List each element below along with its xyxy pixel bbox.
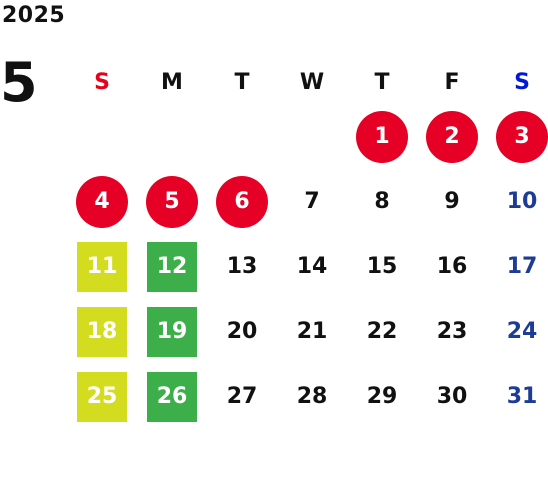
empty-cell [67,104,137,169]
date-number: 5 [146,175,198,228]
weekday-header-sunday: S [94,69,110,95]
date-number: 29 [366,384,398,409]
date-number: 18 [77,306,127,357]
weekday-header-monday: M [161,69,183,95]
date-cell[interactable]: 16 [417,234,487,299]
date-number: 30 [436,384,468,409]
date-number: 7 [304,189,320,214]
date-number: 23 [436,319,468,344]
date-number: 1 [356,110,408,163]
date-cell[interactable]: 23 [417,299,487,364]
weekday-header-wednesday: W [299,69,325,95]
date-number: 31 [506,384,538,409]
date-cell[interactable]: 18 [67,299,137,364]
date-cell[interactable]: 10 [487,169,548,234]
year-label: 2025 [2,3,66,28]
date-cell[interactable]: 1 [347,104,417,169]
date-cell[interactable]: 4 [67,169,137,234]
empty-cell [137,104,207,169]
empty-cell [277,104,347,169]
date-cell[interactable]: 9 [417,169,487,234]
date-number: 19 [147,306,197,357]
date-number: 13 [226,254,258,279]
date-number: 27 [226,384,258,409]
date-cell[interactable]: 22 [347,299,417,364]
date-cell[interactable]: 6 [207,169,277,234]
date-cell[interactable]: 5 [137,169,207,234]
date-cell[interactable]: 30 [417,364,487,429]
date-cell[interactable]: 13 [207,234,277,299]
date-number: 16 [436,254,468,279]
date-cell[interactable]: 26 [137,364,207,429]
date-cell[interactable]: 14 [277,234,347,299]
date-cell[interactable]: 17 [487,234,548,299]
empty-cell [207,104,277,169]
date-number: 20 [226,319,258,344]
date-cell[interactable]: 24 [487,299,548,364]
date-number: 4 [76,175,128,228]
date-number: 2 [426,110,478,163]
date-cell[interactable]: 28 [277,364,347,429]
date-number: 25 [77,371,127,422]
date-cell[interactable]: 12 [137,234,207,299]
weekday-header-tuesday: T [234,69,250,95]
date-number: 21 [296,319,328,344]
date-cell[interactable]: 27 [207,364,277,429]
date-number: 22 [366,319,398,344]
calendar-grid: S M T W T F S 1 2 3 4 5 6 7 8 9 10 11 12… [67,60,548,429]
date-cell[interactable]: 25 [67,364,137,429]
weekday-header-saturday: S [514,69,530,95]
date-cell[interactable]: 15 [347,234,417,299]
date-cell[interactable]: 2 [417,104,487,169]
date-number: 24 [506,319,538,344]
date-number: 11 [77,241,127,292]
date-cell[interactable]: 8 [347,169,417,234]
date-number: 15 [366,254,398,279]
date-number: 6 [216,175,268,228]
date-number: 26 [147,371,197,422]
date-cell[interactable]: 20 [207,299,277,364]
date-number: 9 [444,189,460,214]
weekday-header-friday: F [444,69,460,95]
weekday-header-thursday: T [374,69,390,95]
date-cell[interactable]: 7 [277,169,347,234]
date-number: 28 [296,384,328,409]
date-cell[interactable]: 11 [67,234,137,299]
date-cell[interactable]: 31 [487,364,548,429]
date-cell[interactable]: 19 [137,299,207,364]
date-cell[interactable]: 29 [347,364,417,429]
month-number: 5 [0,51,38,114]
date-number: 17 [506,254,538,279]
date-number: 3 [496,110,548,163]
date-number: 12 [147,241,197,292]
date-cell[interactable]: 21 [277,299,347,364]
date-cell[interactable]: 3 [487,104,548,169]
date-number: 10 [506,189,538,214]
date-number: 8 [374,189,390,214]
date-number: 14 [296,254,328,279]
